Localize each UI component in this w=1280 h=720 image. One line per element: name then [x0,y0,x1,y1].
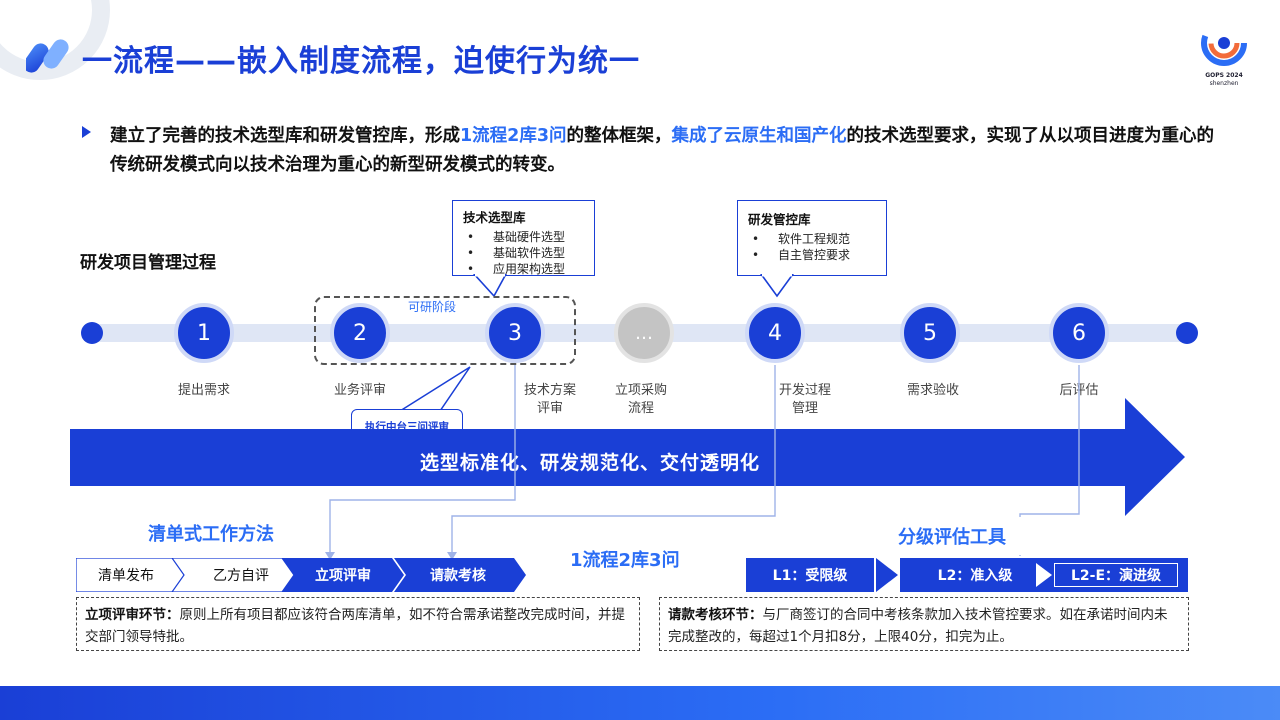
chevron-project-review[interactable]: 立项评审 [315,568,371,584]
callout-tech-library: 技术选型库 •基础硬件选型 •基础软件选型 •应用架构选型 [452,200,595,276]
callout-dev-item: •软件工程规范 [752,232,851,246]
section-grading-title: 分级评估工具 [884,517,1056,555]
note-project-review-body: 原则上所有项目都应该符合两库清单，如不符合需承诺整改完成时间，并提交部门领导特批… [85,607,625,645]
chevron-checklist-release[interactable]: 清单发布 [98,568,154,584]
callout-dev-item: •自主管控要求 [752,248,851,262]
callout-tech-item: •基础软件选型 [467,246,566,260]
gops-brand-logo: GOPS 2024 shenzhen [1194,18,1254,94]
summary-part2: 的整体框架， [566,126,672,146]
step-label-4: 开发过程 管理 [778,383,831,416]
chevron-payment-assessment[interactable]: 请款考核 [430,568,486,584]
summary-highlight-cloud: 集成了云原生和国产化 [671,126,847,146]
chevron-flow [76,558,526,592]
footer-band [0,686,1280,720]
callout-dev-pointer-icon [760,274,794,298]
process-title: 研发项目管理过程 [80,253,216,273]
section-checklist-title: 清单式工作方法 [134,514,288,552]
timeline-end-dot [1176,322,1198,344]
note-payment-title: 请款考核环节： [668,607,763,623]
note-project-review-title: 立项评审环节： [85,607,180,623]
gops-swirl-icon [1201,20,1247,66]
note-payment-assessment: 请款考核环节：与厂商签订的合同中考核条款加入技术管控要求。如在承诺时间内未完成整… [659,597,1189,651]
feasibility-stage-box [314,296,576,365]
callout-tech-item: •基础硬件选型 [467,230,566,244]
level-l2e-box[interactable]: L2-E：演进级 [1054,563,1178,587]
chevron-vendor-self-eval[interactable]: 乙方自评 [213,568,269,584]
step-node-procurement[interactable]: … [614,303,674,363]
level-arrow-icon [876,558,898,592]
banner-text: 选型标准化、研发规范化、交付透明化 [419,452,760,474]
level-l1-box[interactable]: L1：受限级 [746,558,874,592]
summary-text: 建立了完善的技术选型库和研发管控库，形成1流程2库3问的整体框架，集成了云原生和… [110,122,1230,180]
step-label-1: 提出需求 [177,383,230,398]
level-l2-box[interactable]: L2：准入级 [937,568,1013,584]
step-node-5[interactable]: 5 [900,303,960,363]
summary-part1: 建立了完善的技术选型库和研发管控库，形成 [110,126,460,146]
brand-line2: shenzhen [1209,80,1239,87]
callout-tech-title: 技术选型库 [463,210,526,225]
step-node-2[interactable]: 2 [330,303,390,363]
page-title: 一流程——嵌入制度流程，迫使行为统一 [82,44,640,79]
note-project-review: 立项评审环节：原则上所有项目都应该符合两库清单，如不符合需承诺整改完成时间，并提… [76,597,640,651]
summary-part3: 的技术选型要求，实现了从以项目进度为重心的传统研发模式向以技术治理为重心的新型研… [110,126,1215,175]
brand-line1: GOPS 2024 [1205,72,1243,79]
callout-tech-pointer-icon [472,274,507,298]
step-label-5: 需求验收 [906,383,959,398]
summary-highlight-framework: 1流程2库3问 [460,126,567,146]
level-arrow-icon-2 [1036,563,1052,587]
step-node-3[interactable]: 3 [485,303,545,363]
logo-mark-icon [26,39,69,73]
section-framework-title: 1流程2库3问 [556,540,744,578]
timeline-start-dot [81,322,103,344]
callout-dev-title: 研发管控库 [748,212,811,227]
step-node-4[interactable]: 4 [745,303,805,363]
note-payment-body: 与厂商签订的合同中考核条款加入技术管控要求。如在承诺时间内未完成整改的，每超过1… [668,607,1168,645]
step-node-6[interactable]: 6 [1049,303,1109,363]
feasibility-stage-label: 可研阶段 [408,300,457,314]
step-node-1[interactable]: 1 [174,303,234,363]
bullet-arrow-icon [82,126,91,138]
callout-tech-item: •应用架构选型 [467,262,566,276]
callout-dev-library: 研发管控库 •软件工程规范 •自主管控要求 [737,200,887,276]
